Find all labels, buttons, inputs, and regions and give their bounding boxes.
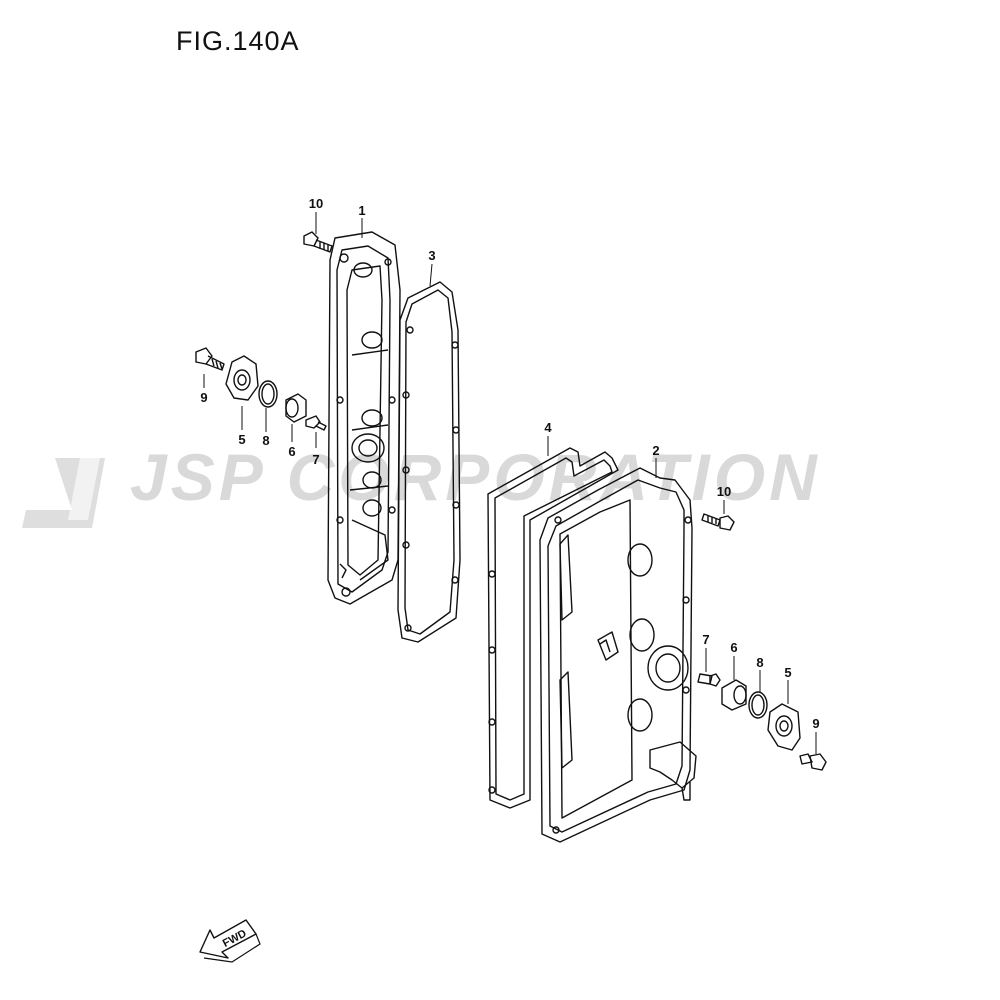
part-9-bolt-left xyxy=(195,347,225,371)
callout-8: 8 xyxy=(262,433,269,448)
callout-7: 7 xyxy=(702,632,709,647)
part-10-bolt-top xyxy=(303,231,333,253)
callout-6: 6 xyxy=(730,640,737,655)
part-4-gasket xyxy=(487,447,619,809)
watermark-logo xyxy=(22,458,105,528)
callout-9: 9 xyxy=(812,716,819,731)
figure-title: FIG.140A xyxy=(176,26,300,56)
callout-10: 10 xyxy=(309,196,323,211)
fwd-arrow-icon: FWD xyxy=(199,919,261,963)
part-5-flange-left xyxy=(225,355,259,401)
callout-4: 4 xyxy=(544,420,552,435)
callout-2: 2 xyxy=(652,443,659,458)
part-7-screw-left xyxy=(305,415,327,431)
leader-lines xyxy=(203,212,817,754)
part-6-sleeve-right xyxy=(721,679,747,711)
part-5-flange-right xyxy=(767,703,801,751)
part-10-bolt-right xyxy=(701,513,735,531)
part-3-gasket xyxy=(397,281,461,643)
callout-5: 5 xyxy=(238,432,245,447)
callout-7: 7 xyxy=(312,452,319,467)
callout-3: 3 xyxy=(428,248,435,263)
callout-8: 8 xyxy=(756,655,763,670)
callout-5: 5 xyxy=(784,665,791,680)
callout-10: 10 xyxy=(717,484,731,499)
part-8-oring-right xyxy=(748,691,768,719)
callout-1: 1 xyxy=(358,203,365,218)
watermark-text: JSP CORPORATION xyxy=(130,440,821,514)
part-8-oring-left xyxy=(258,380,278,408)
callout-labels: 10 1 3 9 5 8 6 7 4 2 10 7 6 8 5 9 xyxy=(200,196,819,731)
part-9-bolt-right xyxy=(799,753,827,771)
fwd-label: FWD xyxy=(221,928,249,950)
part-2-main-cover xyxy=(539,467,697,843)
part-7-screw-right xyxy=(697,673,721,687)
callout-9: 9 xyxy=(200,390,207,405)
part-6-sleeve-left xyxy=(285,393,307,423)
part-1-cover-plate xyxy=(327,231,401,605)
callout-6: 6 xyxy=(288,444,295,459)
